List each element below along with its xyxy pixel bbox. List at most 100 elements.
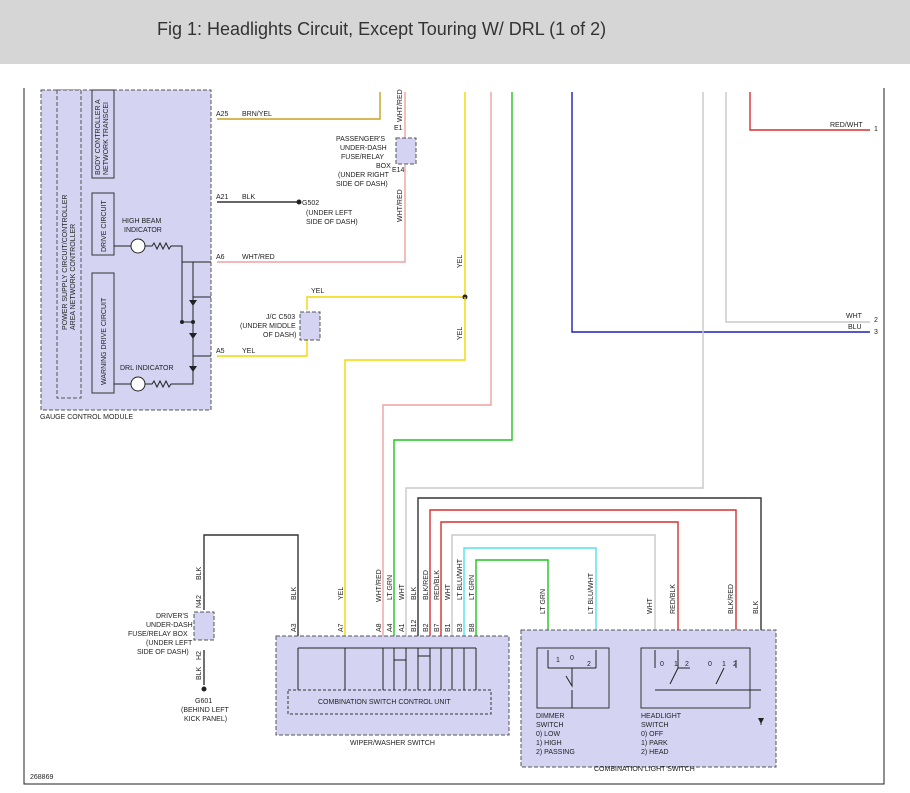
wire-brn-yel (217, 92, 381, 120)
arrow-down-icon (758, 718, 764, 724)
pass-fuse-line-3: FUSE/RELAY (341, 154, 384, 161)
driver-fuse-box (193, 611, 215, 641)
wiper-pin-label: A8 (376, 623, 383, 632)
pass-fuse-line-6: SIDE OF DASH) (336, 181, 388, 188)
wire-lt-grn-loop (475, 559, 549, 650)
dimmer-pos-2: 2 (587, 661, 591, 668)
wiper-pin-label: B7 (434, 623, 441, 632)
driver-fuse-line-1: DRIVER'S (156, 613, 189, 620)
pin-a6: A6 (216, 254, 225, 261)
wire-blk-loop (417, 497, 762, 720)
wire-lt-blu-wht (463, 547, 597, 650)
drl-label: DRL INDICATOR (120, 365, 174, 372)
wire-label-blk-n42: BLK (196, 566, 203, 580)
wiper-pin-label: B3 (457, 623, 464, 632)
wire-wht-loop (405, 92, 704, 636)
control-unit-box (287, 689, 492, 715)
figure-id: 268869 (30, 774, 53, 781)
pin-e14: E14 (392, 167, 405, 174)
headlight-line-5: 2) HEAD (641, 749, 669, 756)
wire-yel-jc (306, 296, 465, 310)
wire-label-wht-red: WHT/RED (242, 254, 275, 261)
wiper-wire-label: LT GRN (469, 575, 476, 600)
wiper-wire-label: WHT (399, 583, 406, 600)
right-pin-1: 1 (874, 126, 878, 133)
wire-wht-red-a6 (217, 165, 406, 263)
high-beam-label-2: INDICATOR (124, 227, 162, 234)
headlight-line-4: 1) PARK (641, 740, 668, 747)
pass-fuse-line-1: PASSENGER'S (336, 136, 385, 143)
pin-h2: H2 (196, 651, 203, 660)
pin-a5: A5 (216, 348, 225, 355)
wiper-pin-label: A3 (291, 623, 298, 632)
pass-fuse-line-5: (UNDER RIGHT (338, 172, 390, 179)
pin-e1: E1 (394, 125, 403, 132)
dimmer-switch-box (536, 647, 610, 709)
body-controller-label-1: BODY CONTROLLER A (95, 99, 102, 175)
power-supply-block (56, 89, 82, 399)
diode-1-icon (189, 300, 197, 306)
wiper-wire-label: WHT (445, 583, 452, 600)
combo-wire-label: LT GRN (540, 589, 547, 614)
body-controller-label-2: NETWORK TRANSCEI (103, 102, 110, 175)
drive-circuit-label: DRIVE CIRCUIT (101, 200, 108, 252)
headlight-pos-2a: 2 (685, 661, 689, 668)
wire-yel-v2 (344, 297, 466, 636)
pin-a25: A25 (216, 111, 229, 118)
wiper-wire-label: BLK/RED (423, 570, 430, 600)
warning-drive-label: WARNING DRIVE CIRCUIT (101, 297, 108, 385)
wiper-pin-label: A7 (338, 623, 345, 632)
g601-ground-dot (201, 686, 207, 692)
headlight-line-2: SWITCH (641, 722, 669, 729)
wire-yel-a5 (217, 340, 308, 357)
headlight-pos-2b: 2 (733, 661, 737, 668)
wiper-wire-label: BLK (411, 586, 418, 600)
drive-circuit-block (91, 192, 115, 256)
wire-red-blk-loop (440, 521, 679, 650)
headlight-pos-0a: 0 (660, 661, 664, 668)
wire-label-yel-v1: YEL (457, 255, 464, 268)
wiper-pin-label: B8 (469, 623, 476, 632)
wire-label-blk: BLK (242, 194, 256, 201)
combo-wire-label: WHT (647, 597, 654, 614)
wiper-pin-label: B2 (423, 623, 430, 632)
combo-wire-label: LT BLU/WHT (588, 572, 595, 614)
pin-n42: N42 (196, 595, 203, 608)
wire-label-yel-v2: YEL (457, 327, 464, 340)
wire-label-blu: BLU (848, 324, 862, 331)
wire-wht-loop2 (451, 534, 656, 650)
dimmer-pos-1: 1 (556, 657, 560, 664)
wiper-pin-label: A4 (387, 623, 394, 632)
wire-label-yel-top: YEL (311, 288, 324, 295)
wiper-pin-label: B1 (445, 623, 452, 632)
drl-resistor (145, 355, 211, 389)
power-supply-label-2: AREA NETWORK CONTROLLER (70, 224, 77, 330)
g502-label: G502 (302, 200, 319, 207)
high-beam-label-1: HIGH BEAM (122, 218, 161, 225)
wire-label-brn-yel: BRN/YEL (242, 111, 272, 118)
high-beam-resistor (145, 241, 211, 263)
dimmer-line-4: 1) HIGH (536, 740, 562, 747)
combo-switch-label: COMBINATION LIGHT SWITCH (594, 766, 695, 773)
wiper-wire-label: LT GRN (387, 575, 394, 600)
wire-red-wht (749, 92, 870, 131)
header-bar: Fig 1: Headlights Circuit, Except Tourin… (0, 0, 910, 64)
combo-wire-label: RED/BLK (670, 584, 677, 614)
pass-fuse-line-4: BOX (376, 163, 391, 170)
driver-fuse-line-2: UNDER-DASH (146, 622, 193, 629)
headlight-pos-1a: 1 (674, 661, 678, 668)
wire-label-red-wht: RED/WHT (830, 122, 863, 129)
headlight-pos-1b: 1 (722, 661, 726, 668)
passenger-fuse-box (395, 137, 417, 165)
wire-lt-grn (393, 92, 513, 636)
g502-line-2: SIDE OF DASH) (306, 219, 358, 226)
dimmer-line-5: 2) PASSING (536, 749, 575, 756)
g502-line-1: (UNDER LEFT (306, 210, 353, 217)
diagram-frame (23, 88, 885, 785)
dimmer-line-2: SWITCH (536, 722, 564, 729)
right-pin-3: 3 (874, 329, 878, 336)
combo-wire-label: BLK (753, 600, 760, 614)
